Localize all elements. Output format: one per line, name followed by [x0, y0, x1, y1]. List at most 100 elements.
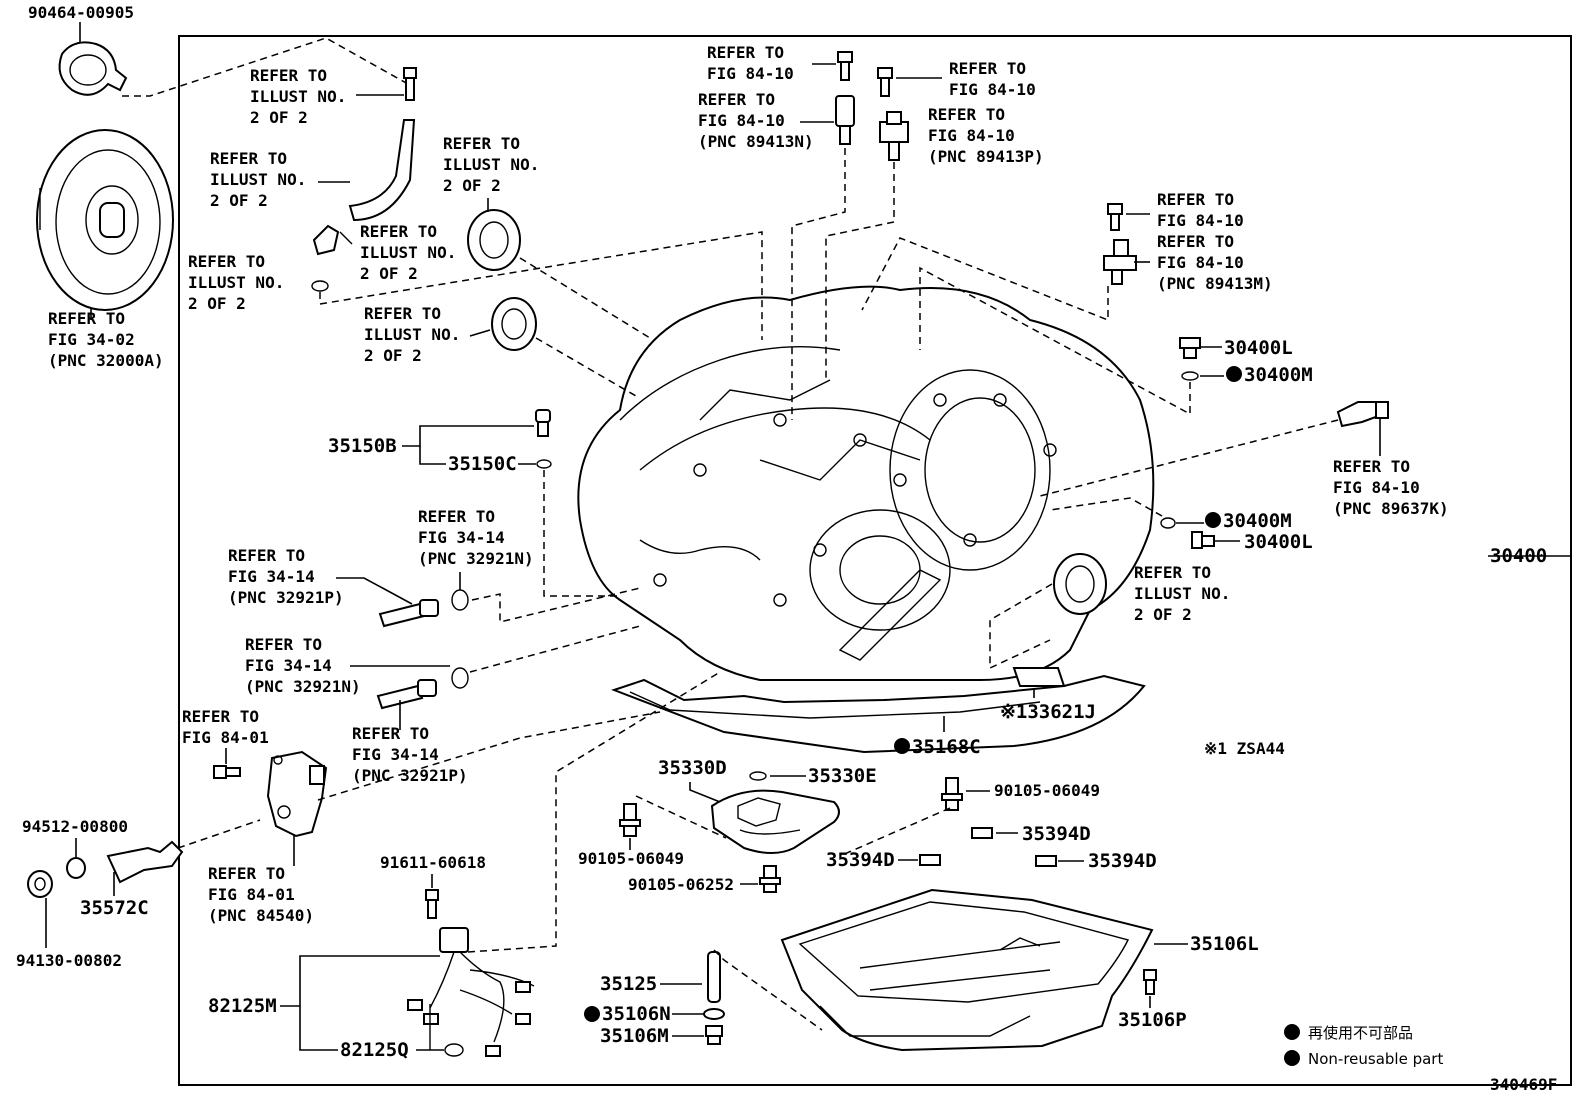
- oil-seal-upper: [467, 209, 521, 271]
- label-ref-converter-1: REFER TO: [48, 309, 125, 328]
- label-ref-union-n-low-1: REFER TO: [245, 635, 322, 654]
- label-33621J: ※133621J: [1000, 701, 1096, 723]
- label-35106N: 35106N: [602, 1003, 671, 1025]
- label-ref-seal-right-2: ILLUST NO.: [1134, 584, 1230, 603]
- legend-dot-jp: [1284, 1024, 1300, 1040]
- note-zsa44: ※1 ZSA44: [1204, 739, 1285, 758]
- nonreusable-dot-30400M-mid: [1205, 512, 1221, 528]
- label-ref-union-n-top-3: (PNC 32921N): [418, 549, 534, 568]
- label-ref-clamp-bolt-3: 2 OF 2: [250, 108, 308, 127]
- label-ref-oring-left-1: REFER TO: [188, 252, 265, 271]
- bolt-90105-06252: [759, 865, 781, 893]
- label-30400L-mid: 30400L: [1244, 531, 1313, 553]
- spacer-35394D-3: [1035, 855, 1057, 867]
- label-94130-00802: 94130-00802: [16, 951, 122, 970]
- drain-plug-mid: [1191, 531, 1215, 549]
- label-ref-bolt-sensor-c-1: REFER TO: [1157, 190, 1234, 209]
- label-ref-union-p-low-1: REFER TO: [352, 724, 429, 743]
- label-ref-sensor-m-1: REFER TO: [1157, 232, 1234, 251]
- oring-union-top: [451, 589, 469, 611]
- label-ref-sensor-n-2: FIG 84-10: [698, 111, 785, 130]
- label-ref-sensor-k-1: REFER TO: [1333, 457, 1410, 476]
- oil-strainer: [710, 789, 840, 854]
- label-ref-bolt-sensor-b-1: REFER TO: [949, 59, 1026, 78]
- oil-pan-gasket: [611, 674, 1146, 754]
- breather-oring: [536, 459, 552, 469]
- torque-converter: [36, 129, 174, 311]
- label-ref-switch-1: REFER TO: [208, 864, 285, 883]
- union-pipe-low: [376, 679, 437, 710]
- label-ref-union-2: ILLUST NO.: [360, 243, 456, 262]
- speed-sensor-n: [835, 95, 855, 145]
- label-94512-00800: 94512-00800: [22, 817, 128, 836]
- oring-left: [311, 280, 329, 292]
- bolt-90105-06049-right: [941, 777, 963, 811]
- label-30400M-top: 30400M: [1244, 364, 1313, 386]
- legend-jp: 再使用不可部品: [1308, 1024, 1413, 1042]
- label-ref-sensor-m-2: FIG 84-10: [1157, 253, 1244, 272]
- speed-sensor-m: [1103, 239, 1137, 285]
- label-ref-seal-lower-3: 2 OF 2: [364, 346, 422, 365]
- label-35394D-2: 35394D: [826, 849, 895, 871]
- drain-plug-35106M: [705, 1025, 723, 1045]
- bolt-sensor-b: [877, 67, 893, 97]
- magnet-35106P: [1143, 969, 1157, 995]
- label-ref-union-3: 2 OF 2: [360, 264, 418, 283]
- oil-seal-right: [1053, 553, 1107, 615]
- label-90105-06049-left: 90105-06049: [578, 849, 684, 868]
- label-ref-clamp-bolt-2: ILLUST NO.: [250, 87, 346, 106]
- label-ref-union-p-low-2: FIG 34-14: [352, 745, 439, 764]
- bolt-switch: [213, 765, 241, 779]
- drain-tube-35125: [707, 951, 721, 1003]
- union-fitting: [312, 224, 353, 256]
- label-ref-union-n-low-3: (PNC 32921N): [245, 677, 361, 696]
- bolt-sensor-a: [837, 51, 853, 81]
- label-82125M: 82125M: [208, 995, 277, 1017]
- speed-sensor-k: [1336, 401, 1389, 428]
- clamp-part: [58, 41, 128, 96]
- nut-94130: [27, 870, 53, 898]
- label-ref-sensor-n-3: (PNC 89413N): [698, 132, 814, 151]
- label-ref-union-p-left-3: (PNC 32921P): [228, 588, 344, 607]
- assembly-frame: [178, 35, 1572, 1086]
- label-ref-bolt-sensor-a-1: REFER TO: [707, 43, 784, 62]
- label-ref-union-n-low-2: FIG 34-14: [245, 656, 332, 675]
- label-ref-switch-bolt-2: FIG 84-01: [182, 728, 269, 747]
- label-ref-sensor-m-3: (PNC 89413M): [1157, 274, 1273, 293]
- spacer-35394D-1: [971, 827, 993, 839]
- label-ref-switch-3: (PNC 84540): [208, 906, 314, 925]
- label-35106L: 35106L: [1190, 933, 1259, 955]
- label-ref-seal-right-1: REFER TO: [1134, 563, 1211, 582]
- label-90105-06252: 90105-06252: [628, 875, 734, 894]
- legend-en: Non-reusable part: [1308, 1050, 1443, 1068]
- label-ref-seal-upper-1: REFER TO: [443, 134, 520, 153]
- label-ref-seal-lower-1: REFER TO: [364, 304, 441, 323]
- label-ref-bolt-sensor-a-2: FIG 84-10: [707, 64, 794, 83]
- label-ref-sensor-p-3: (PNC 89413P): [928, 147, 1044, 166]
- label-ref-sensor-n-1: REFER TO: [698, 90, 775, 109]
- label-ref-sensor-p-1: REFER TO: [928, 105, 1005, 124]
- bolt-90105-06049-left: [619, 803, 641, 837]
- label-35394D-1: 35394D: [1022, 823, 1091, 845]
- label-ref-hose-2: ILLUST NO.: [210, 170, 306, 189]
- figure-code: 340469F: [1490, 1075, 1557, 1094]
- label-35150B: 35150B: [328, 435, 397, 457]
- label-ref-seal-lower-2: ILLUST NO.: [364, 325, 460, 344]
- breather-hose: [348, 119, 416, 222]
- label-ref-union-p-low-3: (PNC 32921P): [352, 766, 468, 785]
- label-ref-union-n-top-1: REFER TO: [418, 507, 495, 526]
- label-35330D: 35330D: [658, 757, 727, 779]
- label-ref-union-n-top-2: FIG 34-14: [418, 528, 505, 547]
- label-ref-hose-1: REFER TO: [210, 149, 287, 168]
- label-30400-assembly: 30400: [1490, 545, 1547, 567]
- label-ref-seal-right-3: 2 OF 2: [1134, 605, 1192, 624]
- oring-union-low: [451, 667, 469, 689]
- neutral-switch: [266, 750, 328, 838]
- nonreusable-dot-35168C: [894, 738, 910, 754]
- label-82125Q: 82125Q: [340, 1039, 409, 1061]
- label-ref-union-1: REFER TO: [360, 222, 437, 241]
- label-ref-seal-upper-3: 2 OF 2: [443, 176, 501, 195]
- oil-seal-lower: [491, 297, 537, 351]
- grommet-82125Q: [444, 1043, 464, 1057]
